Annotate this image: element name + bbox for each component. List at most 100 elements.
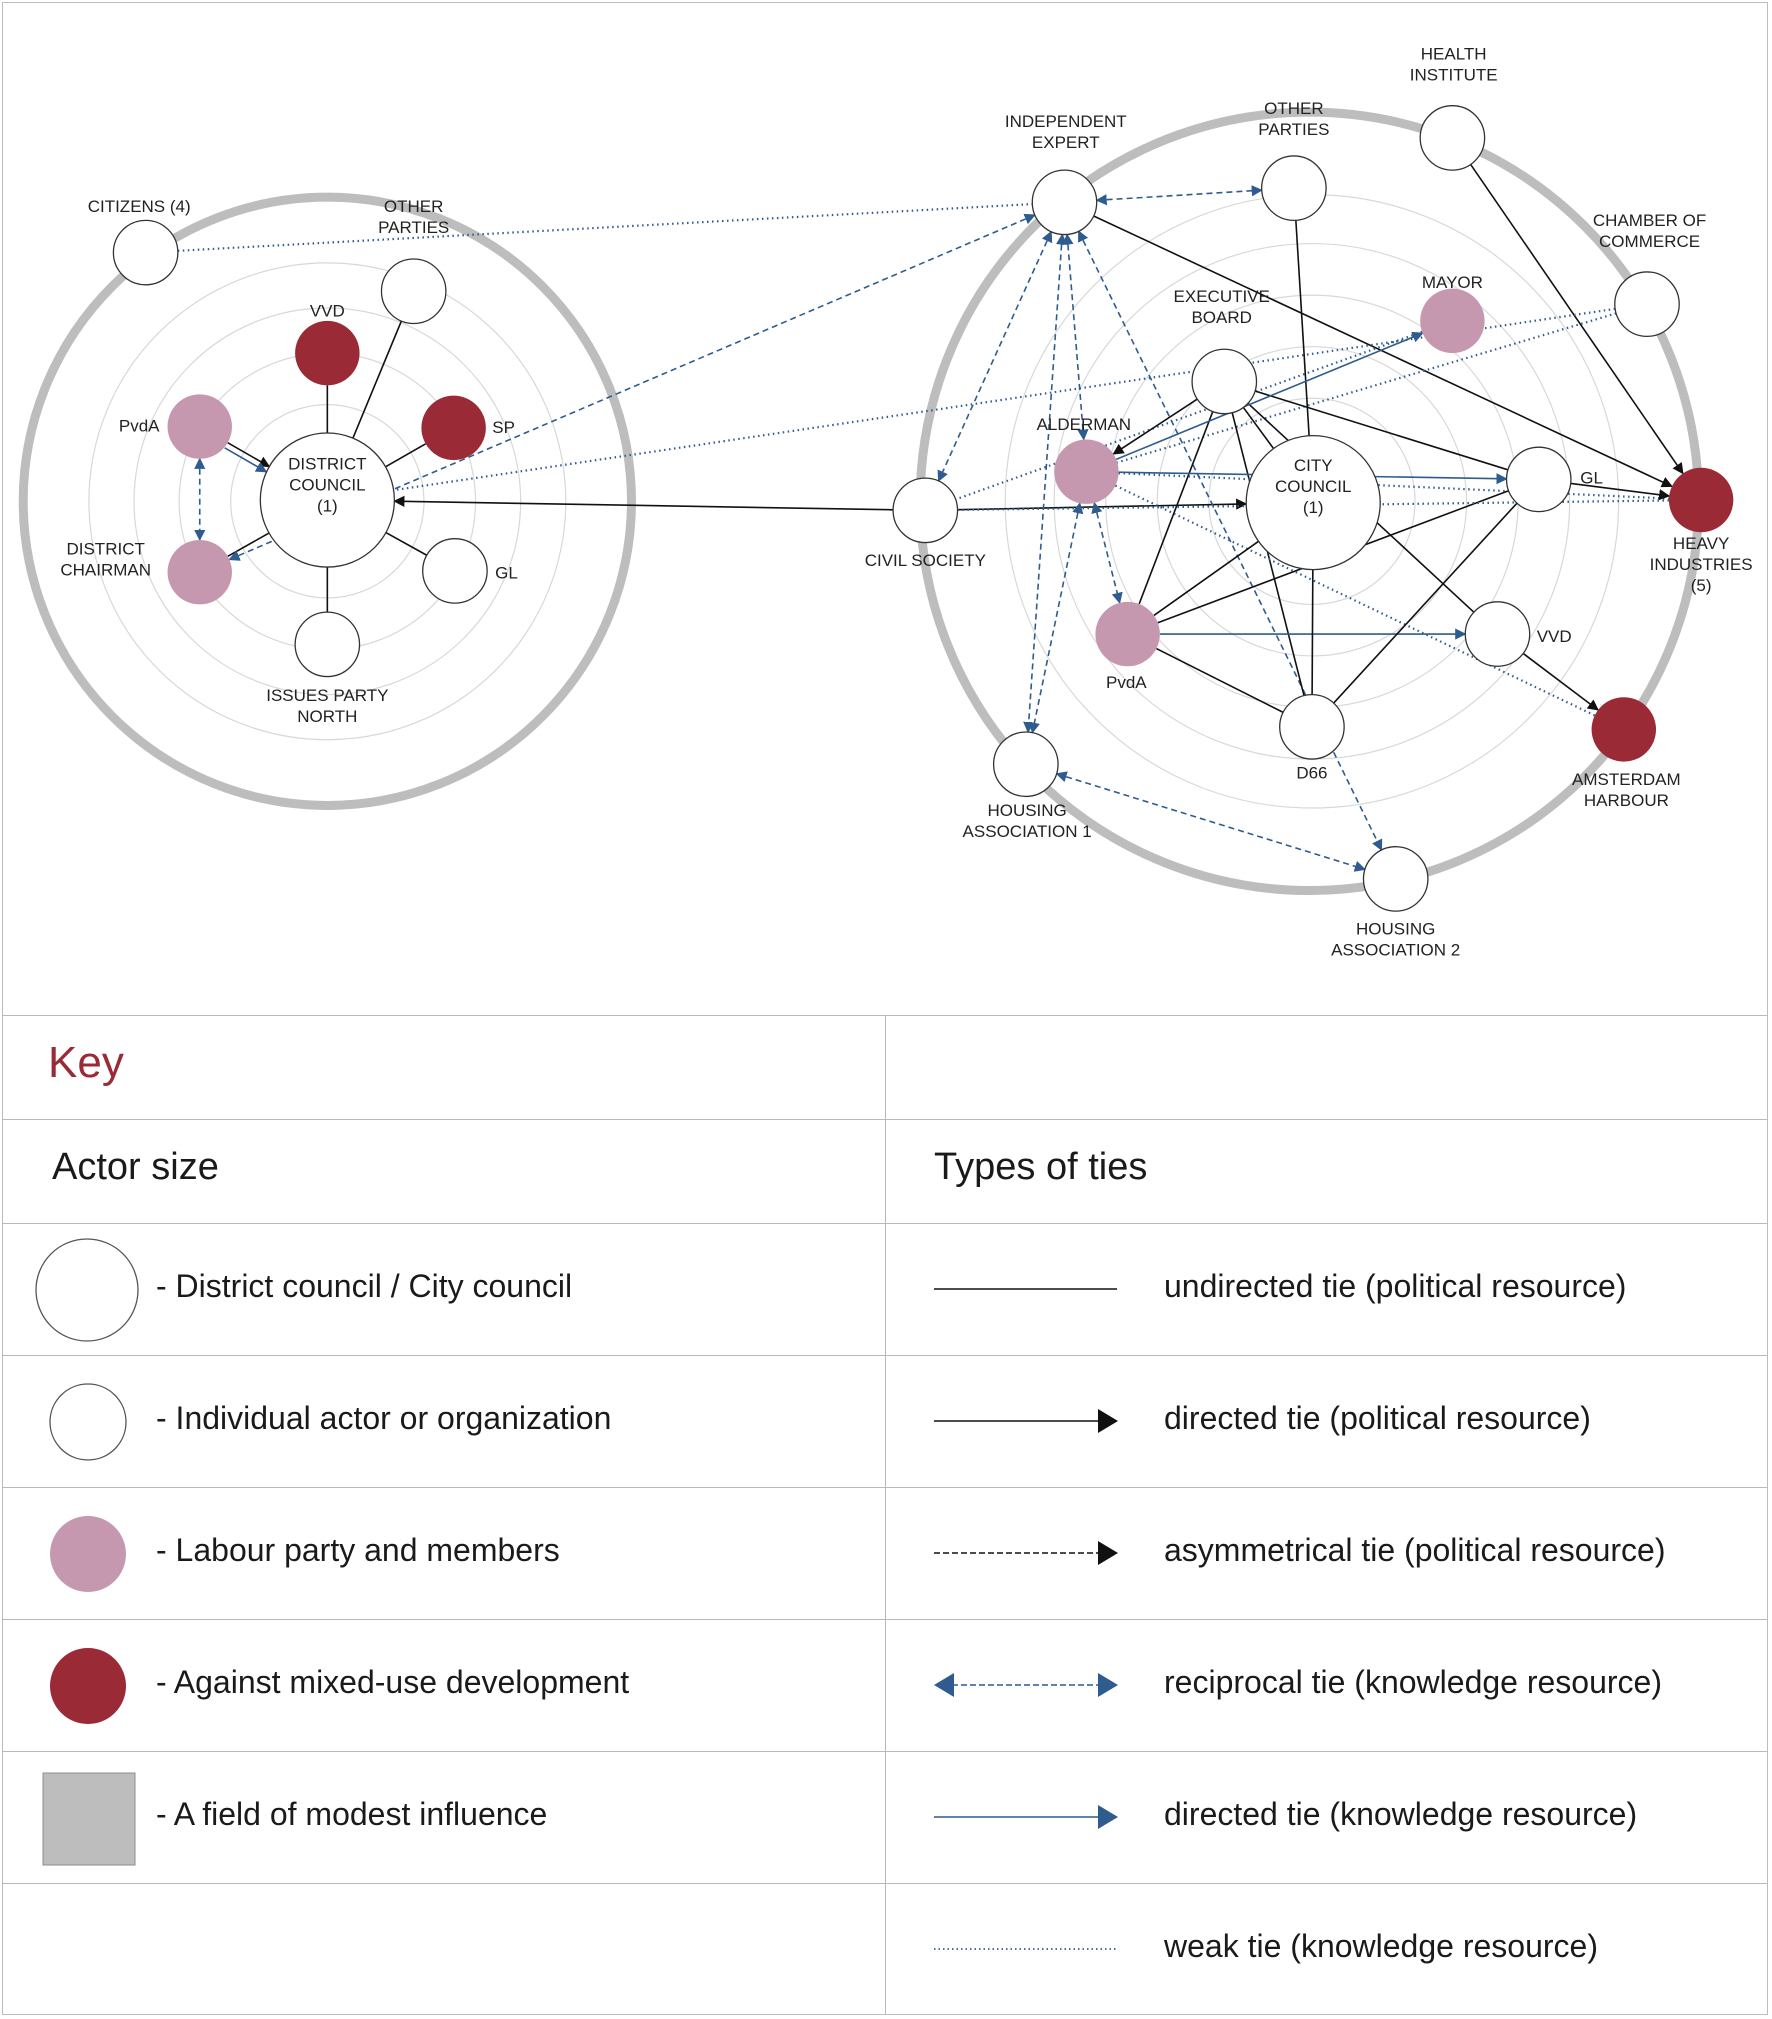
key-row-2: - Individual actor or organization direc… bbox=[2, 1355, 1768, 1488]
tie-gl_c-d66 bbox=[1333, 502, 1518, 704]
actor-label-city_council: CITY COUNCIL (1) bbox=[1275, 456, 1352, 517]
actor-district_council bbox=[259, 432, 396, 568]
actor-mayor bbox=[1420, 288, 1485, 354]
key-row-3: - Labour party and members asymmetrical … bbox=[2, 1487, 1768, 1620]
actor-label-line: CITY bbox=[1294, 456, 1333, 475]
actor-label-line: INSTITUTE bbox=[1410, 66, 1498, 85]
key-tie-label-4: reciprocal tie (knowledge resource) bbox=[1164, 1664, 1662, 1700]
tie-executive_board-d66 bbox=[1231, 412, 1305, 696]
actor-size-header: Actor size bbox=[52, 1146, 219, 1188]
key-actor-label-1: - District council / City council bbox=[156, 1268, 573, 1304]
actor-pvda_c bbox=[1095, 601, 1160, 667]
actor-label-line: PARTIES bbox=[1258, 120, 1329, 139]
actor-label-line: VVD bbox=[310, 302, 345, 321]
actor-label-line: HOUSING bbox=[1356, 919, 1435, 938]
actor-label-sp_d: SP bbox=[492, 418, 515, 437]
actor-label-line: CHAIRMAN bbox=[60, 561, 151, 580]
tie-executive_board-gl_c bbox=[1254, 390, 1509, 471]
tie-civil_society-district_council bbox=[393, 495, 894, 511]
actor-label-line: HOUSING bbox=[987, 801, 1066, 820]
actor-vvd_c bbox=[1464, 601, 1531, 667]
actor-label-d66: D66 bbox=[1296, 763, 1327, 782]
actor-label-line: PvdA bbox=[1106, 673, 1147, 692]
tie-other_parties_d-district_council bbox=[352, 320, 403, 439]
actor-label-line: EXECUTIVE bbox=[1174, 287, 1270, 306]
actor-district_chairman bbox=[167, 539, 232, 605]
key-actor-label-4: - Against mixed-use development bbox=[156, 1664, 630, 1700]
actor-label-line: ALDERMAN bbox=[1037, 415, 1131, 434]
actor-label-vvd_c: VVD bbox=[1537, 627, 1572, 646]
actor-label-chamber: CHAMBER OF COMMERCE bbox=[1593, 211, 1706, 251]
key-actor-label-5: - A field of modest influence bbox=[156, 1796, 548, 1832]
tie-housing1-housing2 bbox=[1055, 771, 1366, 872]
actor-executive_board bbox=[1191, 348, 1258, 415]
actor-label-line: AMSTERDAM bbox=[1572, 770, 1681, 789]
tie-vvd_c-amsterdam_harbour bbox=[1522, 652, 1599, 711]
actor-label-alderman: ALDERMAN bbox=[1037, 415, 1131, 434]
red-circle-icon bbox=[50, 1648, 126, 1724]
key-title: Key bbox=[48, 1038, 124, 1087]
tie-health_institute-heavy_industries bbox=[1469, 163, 1684, 475]
actor-label-line: CHAMBER OF bbox=[1593, 211, 1706, 230]
actor-label-civil_society: CIVIL SOCIETY bbox=[865, 551, 986, 570]
actor-d66 bbox=[1279, 693, 1345, 760]
actor-city_council bbox=[1245, 434, 1381, 571]
tie-gl_c-heavy_industries bbox=[1570, 482, 1671, 501]
tie-sp_d-district_council bbox=[385, 443, 427, 468]
actor-label-vvd_d: VVD bbox=[310, 302, 345, 321]
tie-pvda_c-city_council bbox=[1153, 540, 1259, 617]
key-tie-label-6: weak tie (knowledge resource) bbox=[1164, 1928, 1598, 1964]
undirected-political-line-icon bbox=[934, 1288, 1117, 1290]
actor-label-line: MAYOR bbox=[1422, 273, 1483, 292]
actor-label-line: D66 bbox=[1296, 763, 1327, 782]
tie-executive_board-pvda_c bbox=[1138, 411, 1214, 605]
actor-label-line: HARBOUR bbox=[1584, 791, 1669, 810]
key-table: Key Actor size Types of ties - District … bbox=[2, 1015, 1768, 2015]
actor-gl_d bbox=[422, 538, 488, 604]
actor-label-line: CIVIL SOCIETY bbox=[865, 551, 986, 570]
grey-square-icon bbox=[42, 1772, 136, 1866]
asymmetrical-political-arrow-icon bbox=[934, 1541, 1118, 1565]
tie-independent_expert-alderman bbox=[1062, 233, 1089, 441]
actor-alderman bbox=[1054, 439, 1119, 504]
actor-heavy_industries bbox=[1668, 467, 1734, 533]
pink-circle-icon bbox=[50, 1516, 126, 1592]
key-column-divider bbox=[885, 1015, 886, 2015]
reciprocal-knowledge-arrow-icon bbox=[934, 1673, 1118, 1697]
tie-executive_board-alderman bbox=[1112, 398, 1198, 455]
actor-label-line: COMMERCE bbox=[1599, 232, 1700, 251]
key-title-row: Key bbox=[2, 1015, 1768, 1120]
key-row-4: - Against mixed-use development reciproc… bbox=[2, 1619, 1768, 1752]
actor-label-line: ASSOCIATION 1 bbox=[963, 822, 1092, 841]
actor-label-line: GL bbox=[1580, 468, 1603, 487]
tie-executive_board-city_council bbox=[1242, 406, 1275, 450]
tie-d66-city_council bbox=[1311, 569, 1314, 695]
actor-label-line: COUNCIL bbox=[1275, 477, 1352, 496]
actor-vvd_d bbox=[295, 320, 360, 386]
actor-label-gl_c: GL bbox=[1580, 468, 1603, 487]
actor-label-mayor: MAYOR bbox=[1422, 273, 1483, 292]
ties-layer bbox=[177, 163, 1684, 872]
key-row-1: - District council / City council undire… bbox=[2, 1223, 1768, 1356]
actor-label-line: SP bbox=[492, 418, 515, 437]
actor-label-line: COUNCIL bbox=[289, 476, 366, 495]
actor-label-line: (5) bbox=[1691, 576, 1712, 595]
actor-citizens bbox=[112, 219, 179, 286]
directed-political-arrow-icon bbox=[934, 1409, 1118, 1433]
weak-knowledge-line-icon bbox=[934, 1948, 1118, 1950]
tie-citizens-independent_expert bbox=[177, 202, 1033, 252]
actor-label-line: INDEPENDENT bbox=[1005, 112, 1127, 131]
actor-amsterdam_harbour bbox=[1591, 697, 1657, 762]
small-circle-icon bbox=[49, 1383, 127, 1461]
key-actor-label-3: - Labour party and members bbox=[156, 1532, 560, 1568]
tie-alderman-pvda_c bbox=[1091, 501, 1123, 604]
actor-label-line: (1) bbox=[1303, 498, 1324, 517]
tie-chamber-alderman bbox=[1116, 312, 1617, 464]
